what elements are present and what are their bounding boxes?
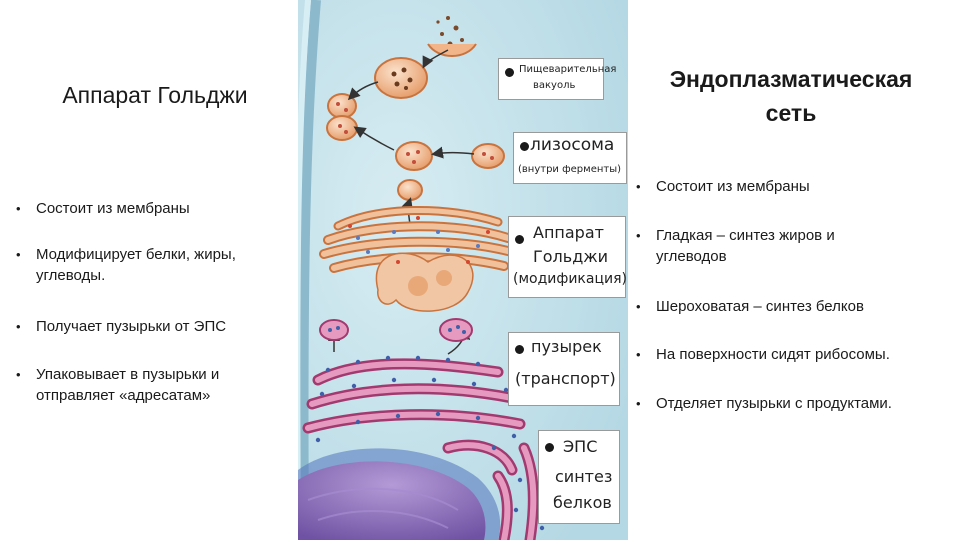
list-item: • Состоит из мембраны <box>14 198 190 219</box>
list-item: • На поверхности сидят рибосомы. <box>634 344 890 365</box>
bullet-dot-icon: • <box>636 393 641 414</box>
er-bullet-list: • Состоит из мембраны • Гладкая – синтез… <box>634 0 954 540</box>
label-bullet-icon <box>515 345 524 354</box>
bullet-dot-icon: • <box>16 198 21 219</box>
bullet-dot-icon: • <box>636 296 641 317</box>
eps-label-line1: ЭПС <box>563 437 597 456</box>
bullet-dot-icon: • <box>16 244 21 265</box>
label-bullet-icon <box>545 443 554 452</box>
label-bullet-icon <box>515 235 524 244</box>
list-item: • Модифицирует белки, жиры, углеводы. <box>14 244 236 286</box>
digestive-vacuole <box>375 58 427 98</box>
bullet-text: Состоит из мембраны <box>36 200 190 217</box>
bullet-dot-icon: • <box>636 176 641 197</box>
vacuole-label: Пищеварительная вакуоль <box>498 58 604 100</box>
bullet-text: отправляет «адресатам» <box>36 387 210 404</box>
list-item: • Получает пузырьки от ЭПС <box>14 316 226 337</box>
bullet-text: Получает пузырьки от ЭПС <box>36 318 226 335</box>
vacuole-label-line2: вакуоль <box>533 80 575 91</box>
vesicle-label: пузырек (транспорт) <box>508 332 620 406</box>
list-item: • Состоит из мембраны <box>634 176 810 197</box>
list-item: • Упаковывает в пузырьки и отправляет «а… <box>14 364 219 406</box>
eps-label-line2: синтез <box>555 467 612 486</box>
lysosome-label: лизосома (внутри ферменты) <box>513 132 627 184</box>
eps-label-line3: белков <box>553 493 612 512</box>
vesicle-label-line2: (транспорт) <box>515 369 616 388</box>
golgi-label-line2: Гольджи <box>533 247 608 266</box>
lysosome-label-line1: лизосома <box>530 135 614 155</box>
golgi-label-line1: Аппарат <box>533 223 604 242</box>
bullet-text: Шероховатая – синтез белков <box>656 298 864 315</box>
bullet-dot-icon: • <box>16 364 21 385</box>
eps-label: ЭПС синтез белков <box>538 430 620 524</box>
list-item: • Шероховатая – синтез белков <box>634 296 864 317</box>
bullet-dot-icon: • <box>636 344 641 365</box>
label-bullet-icon <box>505 68 514 77</box>
list-item: • Отделяет пузырьки с продуктами. <box>634 393 892 414</box>
golgi-label-line3: (модификация) <box>513 271 627 287</box>
bullet-text: углеводов <box>656 248 727 265</box>
bullet-dot-icon: • <box>636 225 641 246</box>
vesicle-label-line1: пузырек <box>531 337 602 356</box>
bullet-text: Гладкая – синтез жиров и <box>656 227 835 244</box>
golgi-label: Аппарат Гольджи (модификация) <box>508 216 626 298</box>
lysosome-label-line2: (внутри ферменты) <box>518 164 621 175</box>
bullet-text: Модифицирует белки, жиры, <box>36 246 236 263</box>
bullet-text: Состоит из мембраны <box>656 178 810 195</box>
label-bullet-icon <box>520 142 529 151</box>
bullet-text: Упаковывает в пузырьки и <box>36 366 219 383</box>
vacuole-label-line1: Пищеварительная <box>519 64 616 75</box>
bullet-text: На поверхности сидят рибосомы. <box>656 346 890 363</box>
bullet-dot-icon: • <box>16 316 21 337</box>
bullet-text: Отделяет пузырьки с продуктами. <box>656 395 892 412</box>
golgi-bullet-list: • Состоит из мембраны • Модифицирует бел… <box>14 0 304 540</box>
cell-illustration: Пищеварительная вакуоль лизосома (внутри… <box>298 0 628 540</box>
list-item: • Гладкая – синтез жиров и углеводов <box>634 225 835 267</box>
bullet-text: углеводы. <box>36 267 105 284</box>
